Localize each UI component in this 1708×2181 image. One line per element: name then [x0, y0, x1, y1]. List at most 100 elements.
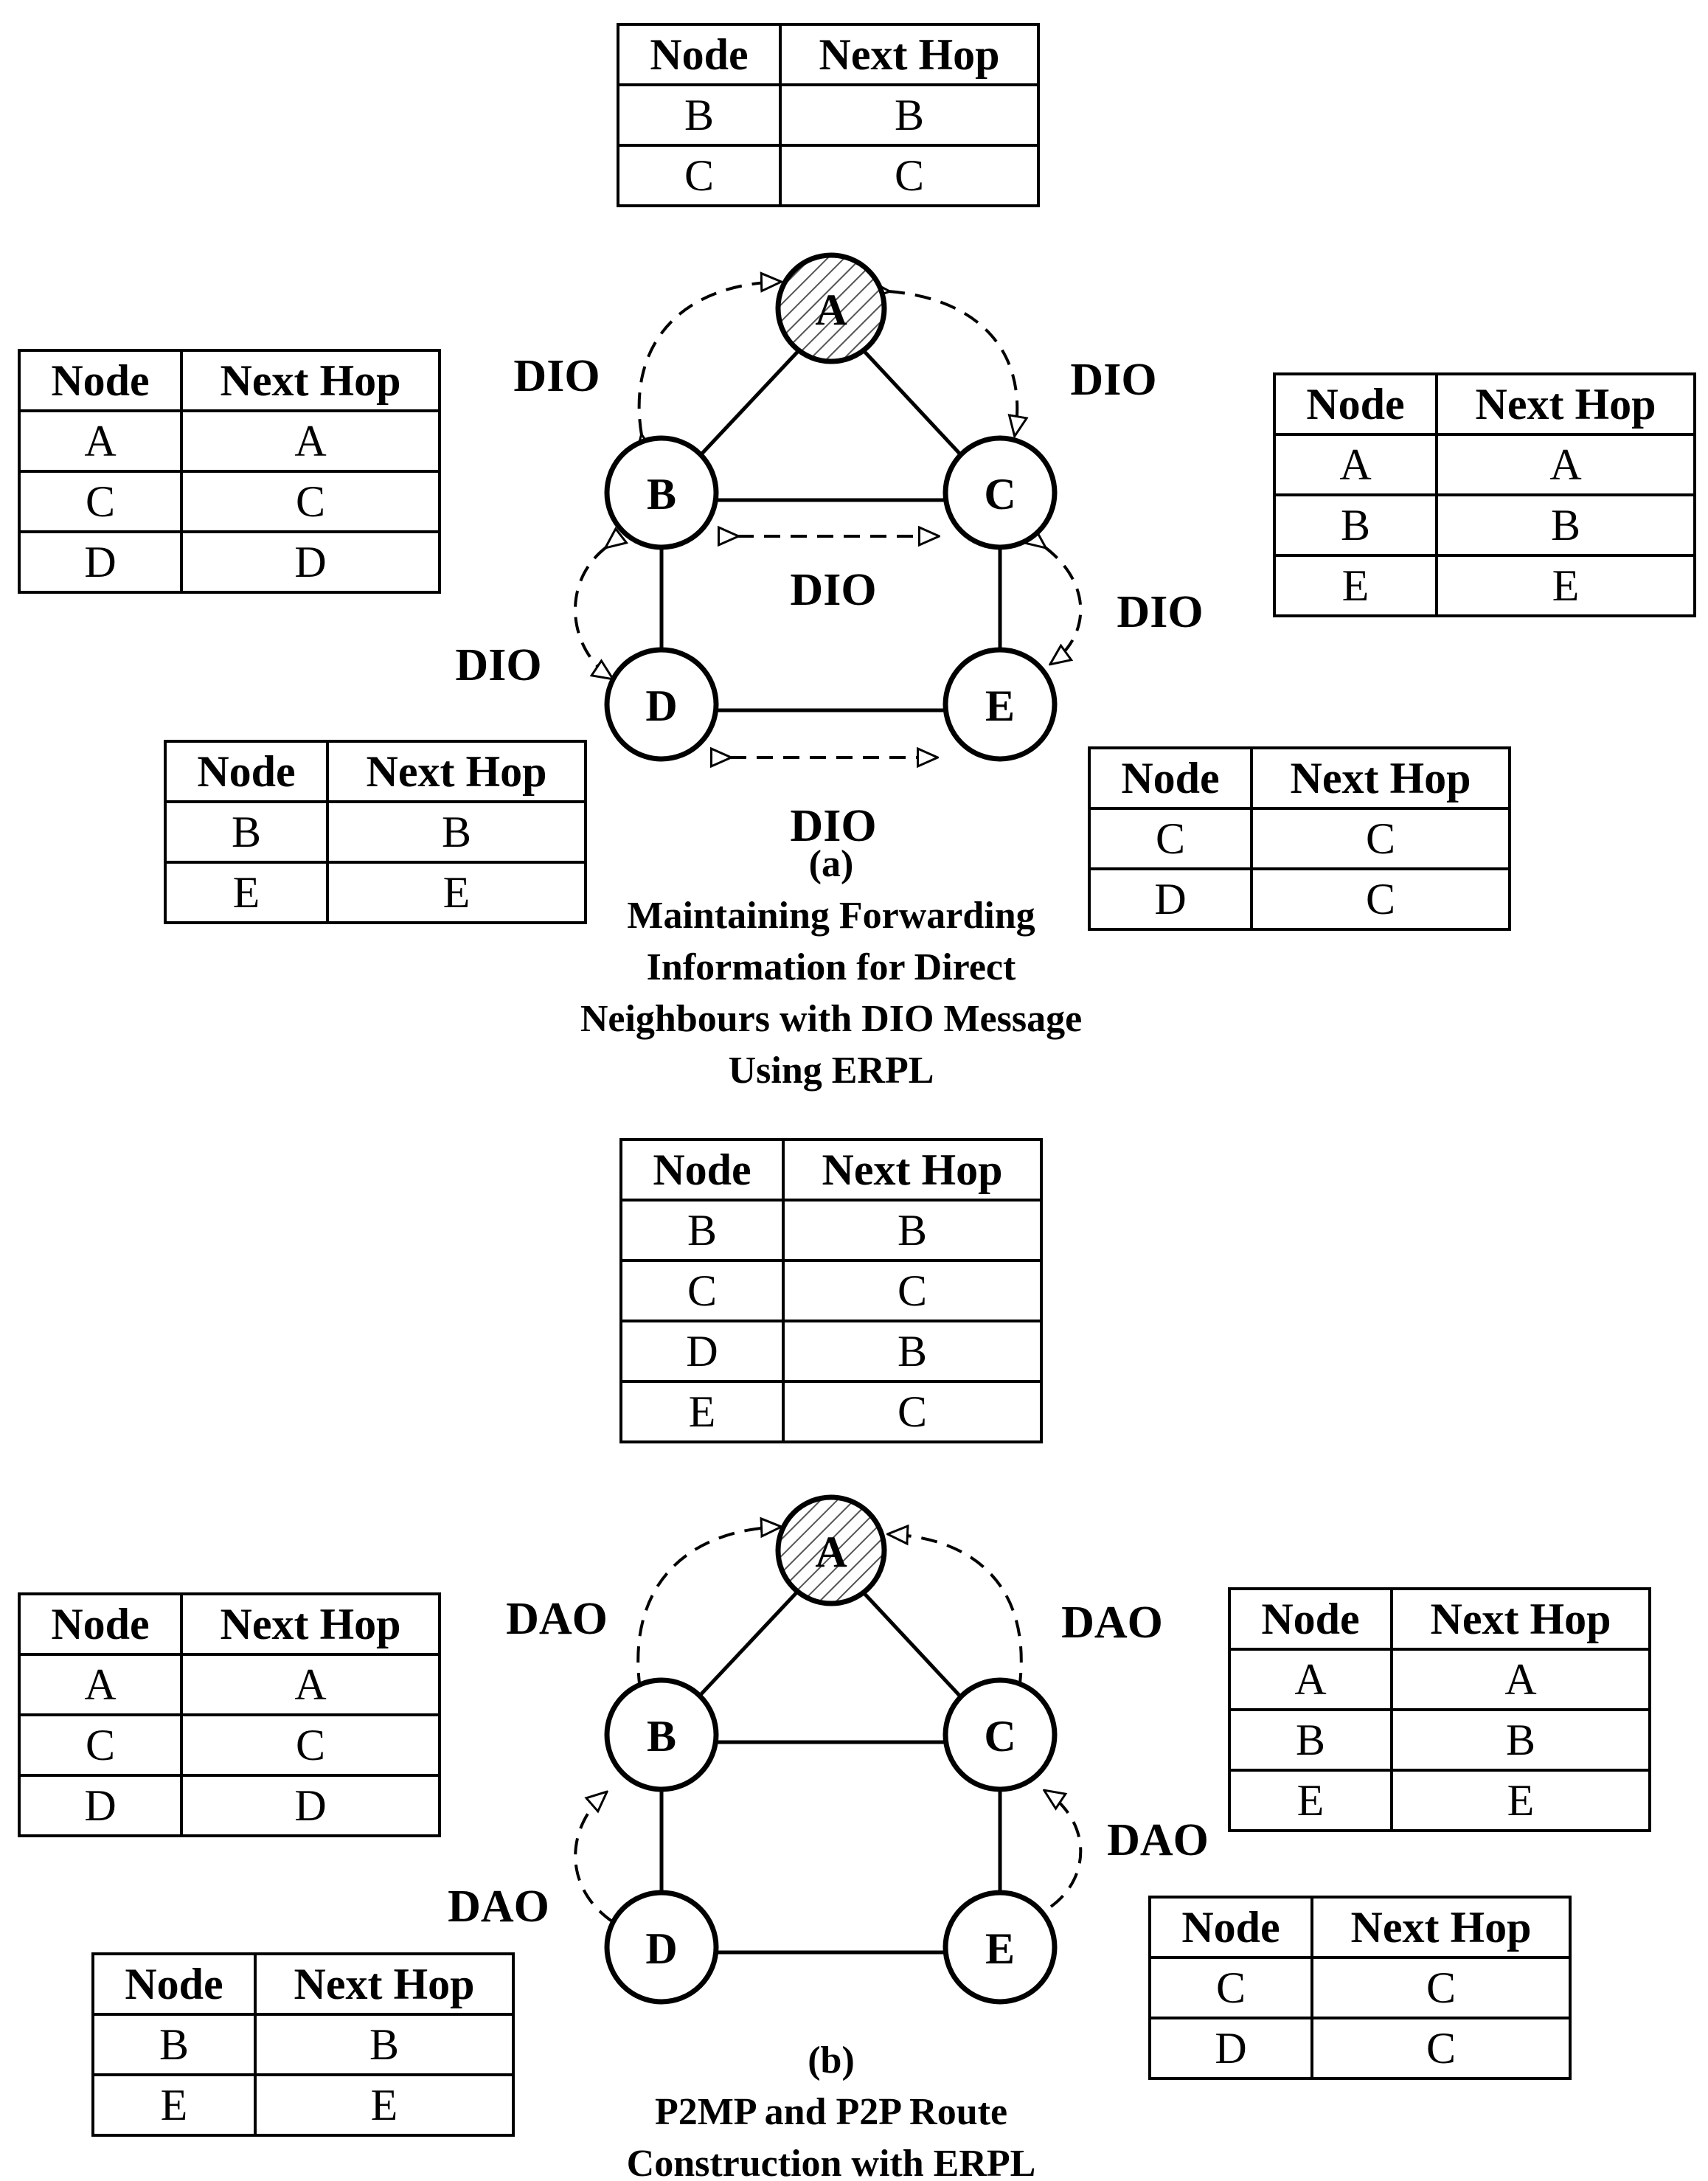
column-header-node: Node [164, 740, 329, 803]
table-cell-node: E [1228, 1769, 1393, 1832]
table-cell-next-hop: C [1250, 807, 1511, 870]
caption-line: Using ERPL [729, 1050, 934, 1092]
column-header-node: Node [617, 23, 782, 86]
column-header-next-hop: Next Hop [779, 23, 1040, 86]
table-header-row: Node Next Hop [1273, 372, 1696, 436]
table-row: A A [1273, 433, 1696, 496]
dio-label: DIO [1117, 587, 1203, 637]
routing-table-node-c: Node Next Hop A A B B E E [1228, 1587, 1651, 1832]
table-cell-next-hop: B [1435, 493, 1696, 557]
table-row: D C [1148, 2017, 1572, 2080]
edge-a-b [698, 345, 804, 458]
table-row: E E [1228, 1769, 1651, 1832]
node-label-e: E [985, 1924, 1015, 1973]
routing-table-node-e: Node Next Hop C C D C [1088, 746, 1511, 931]
dao-label: DAO [1061, 1598, 1163, 1648]
table-cell-next-hop: C [782, 1259, 1043, 1322]
table-row: D D [18, 1774, 441, 1837]
table-row: B B [619, 1199, 1043, 1262]
dio-arrow-b-to-a [639, 282, 780, 435]
caption-line: Construction with ERPL [627, 2143, 1036, 2181]
column-header-node: Node [619, 1138, 785, 1202]
table-row: C C [617, 144, 1040, 207]
dio-label: DIO [455, 640, 541, 690]
table-cell-node: D [18, 1774, 183, 1837]
node-d: D [604, 647, 719, 762]
table-cell-node: E [1273, 554, 1438, 617]
routing-table-node-d: Node Next Hop B B E E [91, 1952, 515, 2137]
table-cell-next-hop: E [1435, 554, 1696, 617]
dio-arrow-a-to-c [889, 291, 1017, 435]
table-header-row: Node Next Hop [18, 1592, 441, 1656]
node-label-c: C [984, 1712, 1016, 1761]
dio-label: DIO [513, 351, 600, 401]
node-c: C [942, 435, 1058, 550]
node-a-root: A [775, 252, 887, 364]
table-cell-node: A [18, 1653, 183, 1716]
table-cell-next-hop: C [1310, 1956, 1572, 2019]
table-header-row: Node Next Hop [164, 740, 587, 803]
table-row: D C [1088, 867, 1511, 931]
column-header-node: Node [1228, 1587, 1393, 1651]
caption-line: P2MP and P2P Route [655, 2091, 1007, 2133]
column-header-next-hop: Next Hop [1390, 1587, 1651, 1651]
table-cell-node: D [619, 1320, 785, 1383]
table-row: D D [18, 530, 441, 594]
table-row: B B [617, 83, 1040, 147]
table-cell-next-hop: C [779, 144, 1040, 207]
table-cell-node: C [1148, 1956, 1313, 2019]
node-label-d: D [645, 682, 677, 730]
node-label-d: D [645, 1924, 677, 1973]
table-cell-next-hop: C [1310, 2017, 1572, 2080]
node-label-b: B [647, 1712, 676, 1761]
table-header-row: Node Next Hop [619, 1138, 1043, 1202]
table-row: D B [619, 1320, 1043, 1383]
table-cell-next-hop: B [782, 1320, 1043, 1383]
table-row: A A [18, 409, 441, 473]
table-cell-node: B [1273, 493, 1438, 557]
table-header-row: Node Next Hop [1088, 746, 1511, 810]
panel-a-message-labels: DIO DIO DIO DIO DIO DIO [455, 351, 1203, 851]
panel-a: A B C D E DIO DIO DIO DIO [455, 252, 1204, 1092]
node-a-root: A [775, 1494, 887, 1606]
table-row: B B [91, 2013, 515, 2076]
table-cell-next-hop: B [254, 2013, 515, 2076]
node-label-a: A [815, 285, 847, 334]
column-header-next-hop: Next Hop [180, 1592, 441, 1656]
dao-arrow-d-to-b [574, 1792, 614, 1923]
column-header-next-hop: Next Hop [1435, 372, 1696, 436]
panel-b-nodes: A B C D E [604, 1494, 1058, 2005]
table-cell-node: B [617, 83, 782, 147]
table-row: A A [1228, 1648, 1651, 1711]
table-cell-next-hop: E [326, 861, 587, 924]
table-cell-node: C [1088, 807, 1253, 870]
table-cell-next-hop: B [1390, 1708, 1651, 1772]
panel-a-edges [659, 345, 1002, 712]
table-cell-next-hop: A [180, 1653, 441, 1716]
routing-table-node-d: Node Next Hop B B E E [164, 740, 587, 924]
table-cell-node: E [619, 1380, 785, 1443]
panel-b-dao-arrows [574, 1527, 1083, 1923]
edge-a-c [858, 1587, 964, 1700]
dio-label: DIO [790, 801, 876, 851]
table-cell-node: B [1228, 1708, 1393, 1772]
table-cell-node: C [617, 144, 782, 207]
column-header-next-hop: Next Hop [326, 740, 587, 803]
panel-a-nodes: A B C D E [604, 252, 1058, 762]
table-cell-node: C [18, 1713, 183, 1777]
table-cell-next-hop: B [326, 800, 587, 864]
panel-b-caption: (b) P2MP and P2P Route Construction with… [627, 2039, 1036, 2181]
table-cell-next-hop: E [1390, 1769, 1651, 1832]
dao-arrow-b-to-a [636, 1527, 780, 1690]
table-row: B B [1273, 493, 1696, 557]
edge-a-b [695, 1587, 802, 1700]
node-label-c: C [984, 470, 1016, 519]
table-cell-node: B [164, 800, 329, 864]
dio-label: DIO [1070, 355, 1156, 405]
dao-arrow-c-to-a [889, 1534, 1023, 1690]
table-cell-next-hop: D [180, 530, 441, 594]
panel-b-edges [659, 1587, 1002, 1955]
routing-table-node-b: Node Next Hop A A C C D D [18, 349, 441, 594]
caption-line: Neighbours with DIO Message [580, 998, 1082, 1040]
